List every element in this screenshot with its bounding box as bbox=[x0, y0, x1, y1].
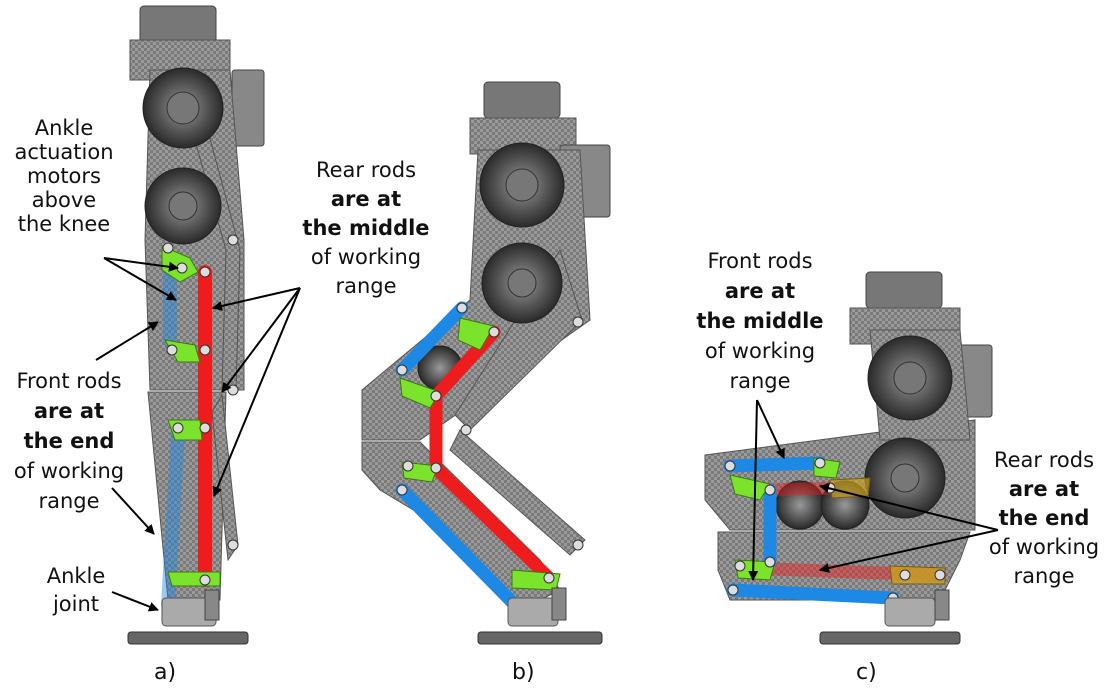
label-ankle-motors-l2: actuation bbox=[14, 140, 114, 164]
panel-a-leg bbox=[127, 5, 265, 645]
label-rear-rods-a-l4: of working bbox=[310, 245, 422, 269]
label-ankle-motors-l5: the knee bbox=[17, 212, 111, 236]
panel-a-side-box bbox=[231, 69, 265, 147]
panel-c-foot bbox=[819, 631, 961, 645]
panel-c-ankle bbox=[884, 597, 936, 627]
annotation-arrows bbox=[95, 257, 999, 612]
label-front-rods-a-l1: Front rods bbox=[16, 369, 122, 393]
label-rear-rods-c: Rear rods are at the end of working rang… bbox=[974, 446, 1112, 591]
label-front-rods-a-l2: are at bbox=[33, 399, 105, 423]
label-rear-rods-c-l2: are at bbox=[1008, 477, 1080, 501]
panel-label-c: c) bbox=[856, 660, 877, 685]
label-rear-rods-c-l4: of working bbox=[988, 535, 1100, 559]
label-rear-rods-c-l5: range bbox=[1013, 564, 1075, 588]
panel-a-top-box bbox=[139, 5, 217, 45]
panel-c-front-rod-top bbox=[723, 456, 827, 473]
label-front-rods-c: Front rods are at the middle of working … bbox=[672, 246, 848, 396]
panel-c-bracket bbox=[729, 474, 771, 501]
panel-c-front-rod-bottom bbox=[726, 583, 900, 605]
label-ankle-motors: Ankle actuation motors above the knee bbox=[6, 116, 122, 236]
panel-b-leg bbox=[361, 81, 611, 645]
label-front-rods-c-l4: of working bbox=[704, 339, 816, 363]
panel-a-foot bbox=[127, 631, 249, 645]
label-ankle-joint-l2: joint bbox=[52, 592, 100, 616]
panel-label-b: b) bbox=[512, 660, 535, 685]
label-front-rods-a-l4: of working bbox=[13, 459, 125, 483]
panel-b-front-rod-upper bbox=[395, 301, 469, 377]
label-ankle-motors-l3: motors bbox=[27, 164, 101, 188]
label-rear-rods-c-l1: Rear rods bbox=[993, 448, 1095, 472]
label-rear-rods-a: Rear rods are at the middle of working r… bbox=[278, 156, 454, 301]
panel-c-rear-rod-upper bbox=[763, 481, 837, 497]
label-front-rods-a-l3: the end bbox=[23, 429, 115, 453]
label-ankle-motors-l4: above bbox=[31, 188, 97, 212]
label-front-rods-c-l5: range bbox=[729, 369, 791, 393]
label-rear-rods-a-l5: range bbox=[335, 274, 397, 298]
panel-b-ankle bbox=[507, 597, 559, 627]
label-rear-rods-a-l1: Rear rods bbox=[315, 158, 417, 182]
label-front-rods-c-l1: Front rods bbox=[707, 249, 813, 273]
label-front-rods-c-l3: the middle bbox=[696, 309, 824, 333]
panel-b-foot bbox=[477, 631, 603, 645]
label-ankle-joint: Ankle joint bbox=[28, 562, 124, 618]
panel-c-top-box bbox=[865, 271, 943, 309]
label-rear-rods-c-l3: the end bbox=[998, 506, 1090, 530]
panel-label-a: a) bbox=[154, 660, 177, 685]
label-front-rods-a: Front rods are at the end of working ran… bbox=[0, 366, 138, 516]
panel-b-top-box bbox=[483, 81, 561, 119]
panel-c-leg bbox=[704, 271, 993, 645]
label-ankle-joint-l1: Ankle bbox=[46, 564, 106, 588]
label-front-rods-a-l5: range bbox=[38, 489, 100, 513]
label-front-rods-c-l2: are at bbox=[724, 279, 796, 303]
label-rear-rods-a-l3: the middle bbox=[302, 216, 430, 240]
panel-b-rear-rod-lower bbox=[429, 461, 556, 585]
panel-b-front-rod-lower bbox=[395, 483, 522, 612]
label-rear-rods-a-l2: are at bbox=[330, 187, 402, 211]
label-ankle-motors-l1: Ankle bbox=[34, 116, 94, 140]
panel-b-bracket bbox=[457, 317, 495, 351]
